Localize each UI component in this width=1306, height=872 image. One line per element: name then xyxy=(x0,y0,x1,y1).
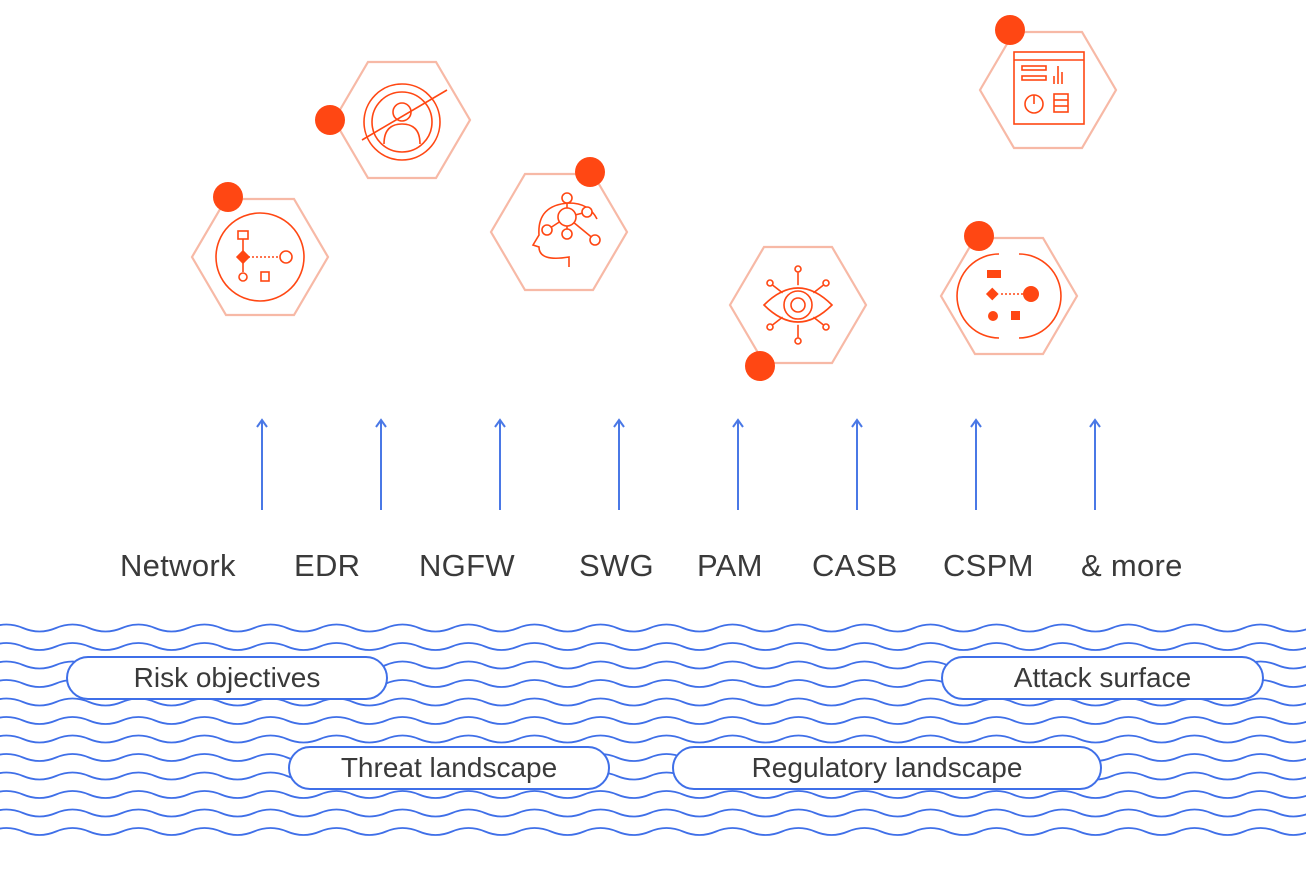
wave-line xyxy=(0,716,1306,725)
status-dot-icon xyxy=(964,221,994,251)
up-arrow-icon xyxy=(851,418,863,510)
user-target-icon xyxy=(315,60,472,180)
pill-threat-landscape: Threat landscape xyxy=(288,746,610,790)
wave-line xyxy=(0,753,1306,762)
eye-sensor-icon xyxy=(728,245,868,381)
up-arrow-icon xyxy=(256,418,268,510)
tool-label-edr: EDR xyxy=(294,548,361,583)
dashboard-report-icon xyxy=(978,15,1118,150)
pill-risk-objectives: Risk objectives xyxy=(66,656,388,700)
workflow-icon xyxy=(190,182,330,317)
up-arrow-icon xyxy=(375,418,387,510)
wave-line xyxy=(0,734,1306,744)
process-cycle-icon xyxy=(939,221,1079,356)
tool-label-pam: PAM xyxy=(697,548,763,583)
status-dot-icon xyxy=(315,105,345,135)
wave-line xyxy=(0,790,1306,799)
tool-label-more: & more xyxy=(1081,548,1183,583)
up-arrow-icon xyxy=(1089,418,1101,510)
status-dot-icon xyxy=(995,15,1025,45)
up-arrow-icon xyxy=(613,418,625,510)
status-dot-icon xyxy=(575,157,605,187)
tool-label-swg: SWG xyxy=(579,548,654,583)
wave-line xyxy=(0,827,1306,836)
pill-attack-surface: Attack surface xyxy=(941,656,1264,700)
status-dot-icon xyxy=(745,351,775,381)
tool-label-cspm: CSPM xyxy=(943,548,1034,583)
tool-label-casb: CASB xyxy=(812,548,898,583)
wave-line xyxy=(0,808,1306,818)
ai-brain-network-icon xyxy=(489,157,629,292)
hexagon-group xyxy=(190,15,1118,381)
wave-line xyxy=(0,642,1306,651)
wave-line xyxy=(0,623,1306,633)
up-arrow-icon xyxy=(494,418,506,510)
wave-line xyxy=(0,771,1306,781)
status-dot-icon xyxy=(213,182,243,212)
tool-label-ngfw: NGFW xyxy=(419,548,515,583)
arrow-group xyxy=(256,418,1101,510)
pill-regulatory-landscape: Regulatory landscape xyxy=(672,746,1102,790)
wave-line xyxy=(0,697,1306,707)
tool-label-network: Network xyxy=(120,548,236,583)
up-arrow-icon xyxy=(970,418,982,510)
up-arrow-icon xyxy=(732,418,744,510)
